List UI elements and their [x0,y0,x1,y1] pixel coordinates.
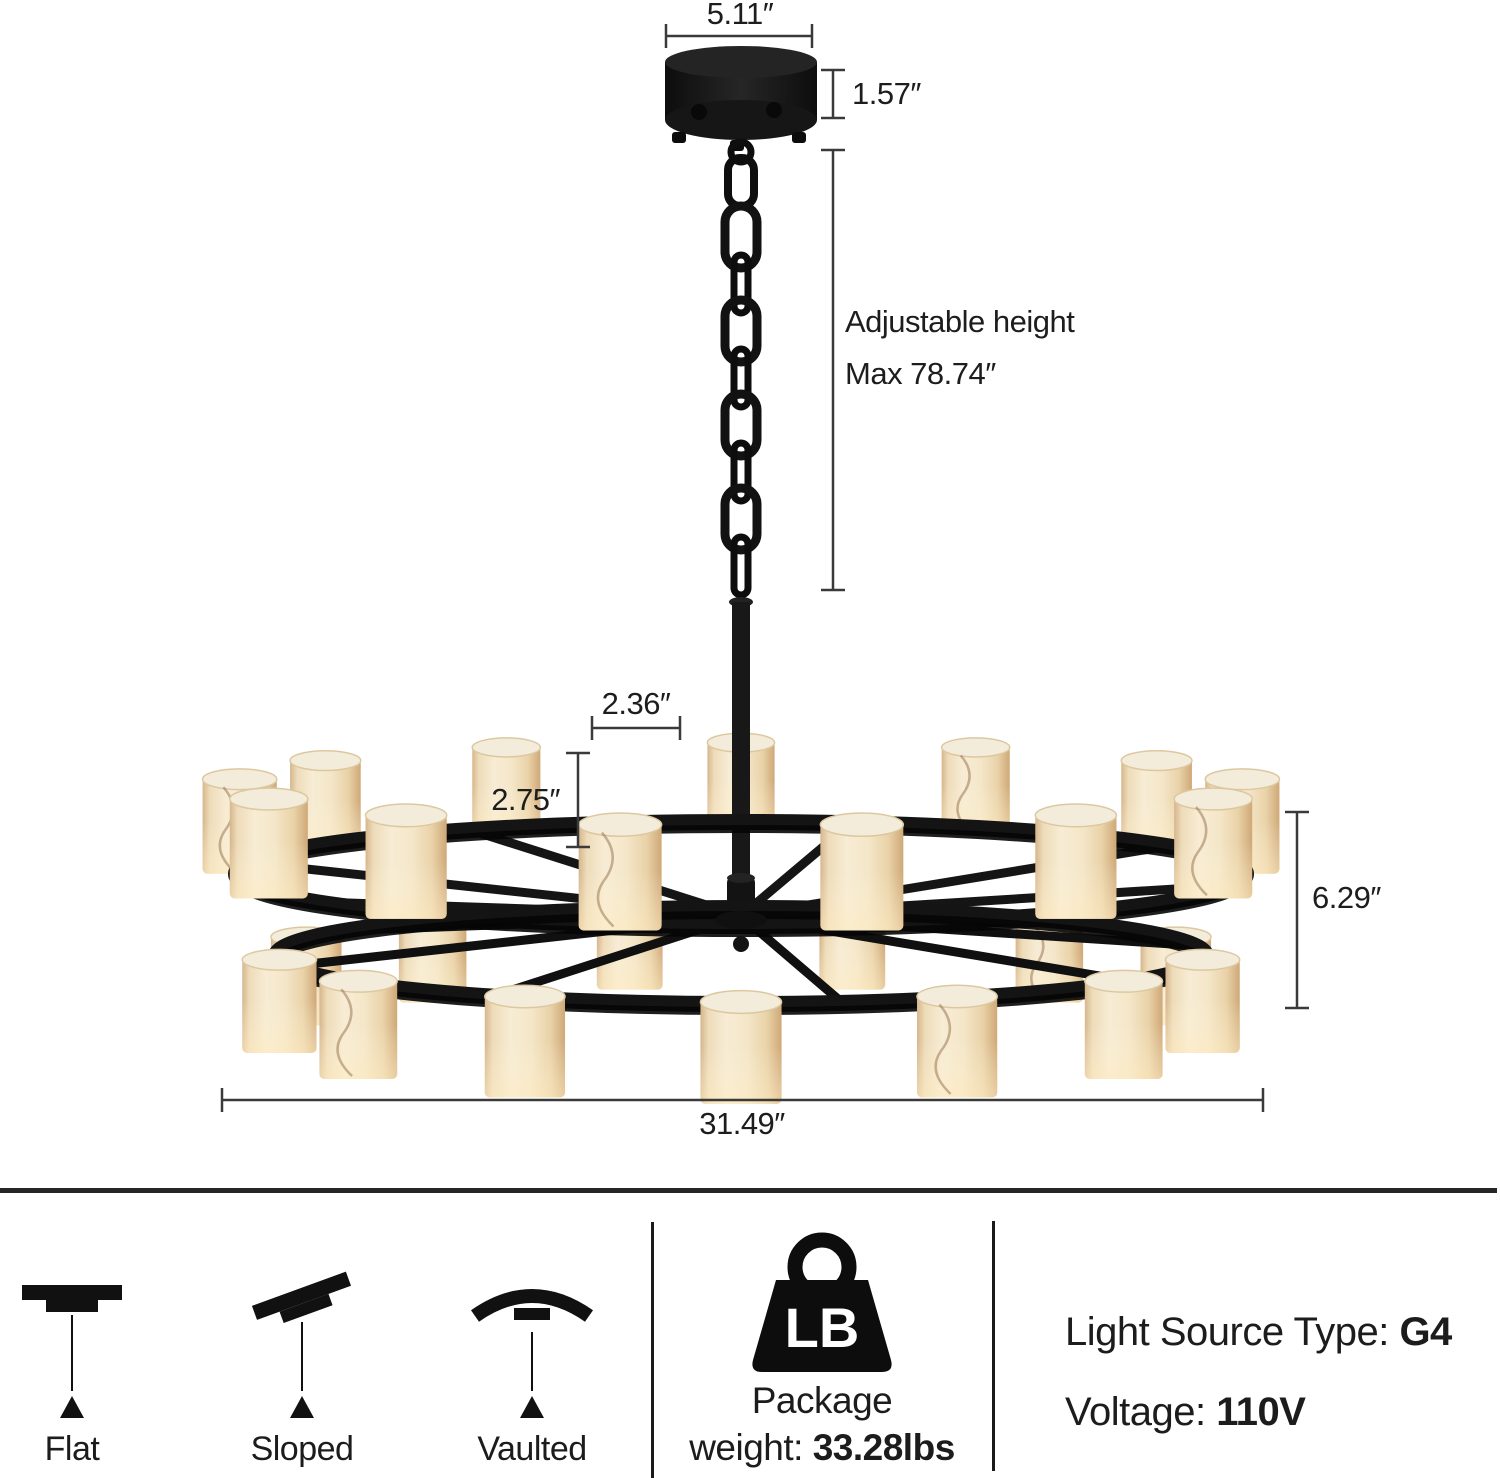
panel-divider-left [651,1222,654,1478]
sloped-arrow-icon [290,1396,314,1418]
shade [364,803,448,919]
light-source-spec: Light Source Type: G4 [1065,1310,1452,1355]
shade [699,989,783,1104]
shade-width-label: 2.36″ [601,686,671,721]
sloped-ceiling-drop-line [301,1322,303,1391]
adjustable-height-line1: Adjustable height [845,304,1075,339]
package-weight-label: weight: [689,1427,813,1468]
adjustable-height-line2: Max 78.74″ [845,356,996,391]
voltage-value: 110V [1216,1390,1306,1434]
vaulted-ceiling-label: Vaulted [477,1430,587,1468]
flat-ceiling-label: Flat [44,1430,100,1468]
shade [229,787,309,899]
adjustable-height-label: Adjustable height Max 78.74″ [845,296,1075,400]
dimension-lines [220,24,1309,1112]
canopy-width-label: 5.11″ [706,0,774,31]
package-line2: weight: 33.28lbs [682,1427,962,1469]
chandelier-front-lower-shades [241,948,1241,1104]
sloped-ceiling-label: Sloped [250,1430,354,1468]
vaulted-ceiling-icon [470,1289,594,1322]
panel-divider-horizontal [0,1188,1497,1193]
voltage-spec: Voltage: 110V [1065,1390,1306,1435]
weight-bag-text: LB [785,1296,860,1359]
flat-ceiling-drop-line [71,1315,73,1391]
light-source-value: G4 [1399,1310,1452,1354]
canopy-height-label: 1.57″ [852,76,921,111]
sloped-ceiling-icon [251,1271,352,1323]
light-source-label: Light Source Type: [1065,1310,1400,1354]
weight-bag-icon: LB [752,1232,892,1372]
vaulted-ceiling-drop-line [531,1332,533,1391]
vaulted-arrow-icon [520,1396,544,1418]
frame-height-label: 6.29″ [1312,880,1381,915]
shade [1173,787,1253,899]
flat-arrow-icon [60,1396,84,1418]
overall-width-label: 31.49″ [699,1106,785,1141]
shade [577,812,663,931]
shade [1084,969,1164,1079]
chandelier-front-upper-shades [229,787,1253,931]
shade [819,812,905,931]
flat-ceiling-icon [22,1285,122,1312]
voltage-label: Voltage: [1065,1390,1217,1434]
shade [241,948,318,1053]
shade [1164,948,1241,1053]
package-line1: Package [751,1380,893,1421]
shade [1034,803,1118,919]
panel-divider-right [992,1221,995,1471]
shade [318,969,398,1079]
shade [916,984,998,1098]
shade [484,984,566,1098]
chandelier-diagram-canvas [201,24,1309,1112]
shade-height-label: 2.75″ [491,782,560,817]
package-weight-value: 33.28lbs [812,1427,956,1468]
